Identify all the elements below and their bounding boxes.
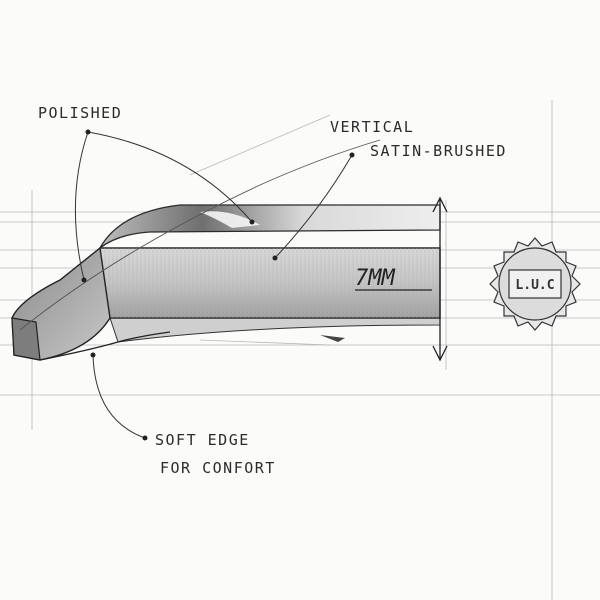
seal-text: L.U.C — [515, 278, 554, 293]
luc-seal: L.U.C — [489, 237, 581, 331]
dimension-arrow — [355, 196, 448, 362]
annotation-soft-edge: SOFT EDGE — [155, 431, 250, 449]
annotation-for-confort: FOR CONFORT — [160, 459, 276, 477]
annotation-satin-brushed: SATIN-BRUSHED — [370, 142, 507, 160]
annotation-polished: POLISHED — [38, 104, 122, 122]
construction-lines — [0, 100, 600, 600]
leader-dots — [81, 129, 355, 441]
leader-lines — [74, 131, 353, 439]
dimension-label: 7MM — [355, 266, 395, 291]
ring-profile — [11, 139, 441, 361]
annotation-vertical: VERTICAL — [330, 118, 414, 136]
